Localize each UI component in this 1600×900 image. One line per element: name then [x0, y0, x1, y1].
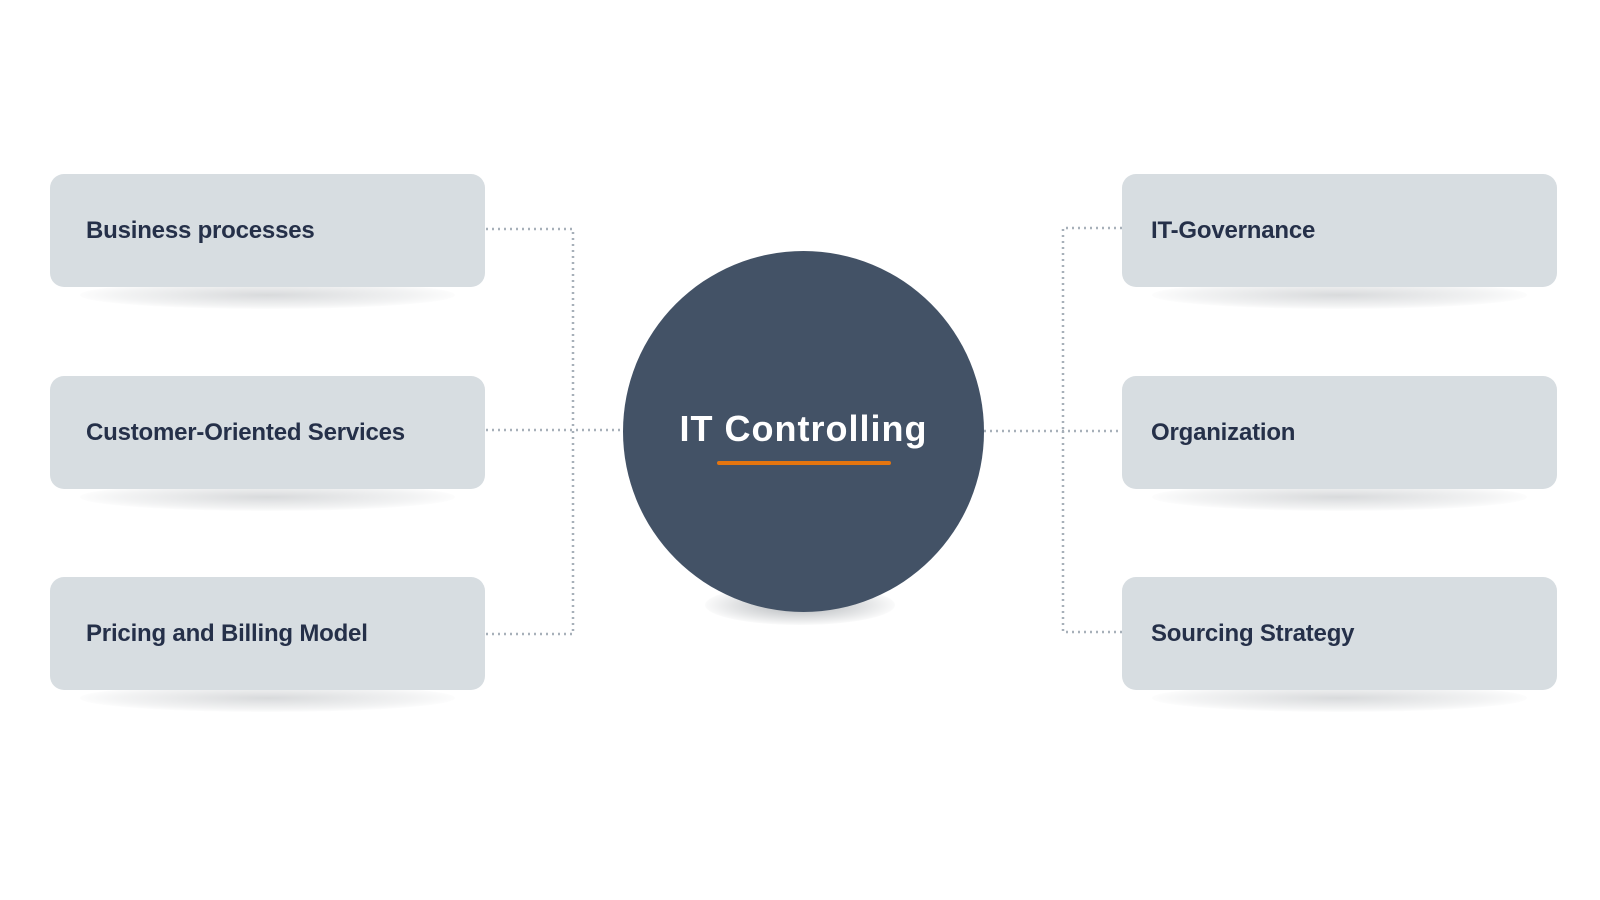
box-label: Sourcing Strategy	[1151, 619, 1355, 647]
box-pricing-and-billing-model: Pricing and Billing Model	[50, 577, 485, 712]
connector-left-bottom	[486, 430, 575, 636]
box-organization: Organization	[1122, 376, 1557, 511]
box-label: Customer-Oriented Services	[86, 418, 405, 446]
hub-title-underline	[717, 461, 891, 465]
connector-right-bottom	[1061, 431, 1122, 634]
hub-title: IT Controlling	[679, 408, 928, 449]
box-label: Pricing and Billing Model	[86, 619, 368, 647]
box-label: Organization	[1151, 418, 1296, 446]
box-label: Business processes	[86, 216, 315, 244]
box-business-processes: Business processes	[50, 174, 485, 309]
box-label: IT-Governance	[1151, 216, 1316, 244]
box-customer-oriented-services: Customer-Oriented Services	[50, 376, 485, 511]
hub-circle: IT Controlling	[623, 251, 984, 612]
connector-right-top	[1061, 226, 1122, 431]
connector-left-top	[486, 227, 575, 430]
box-sourcing-strategy: Sourcing Strategy	[1122, 577, 1557, 712]
box-it-governance: IT-Governance	[1122, 174, 1557, 309]
